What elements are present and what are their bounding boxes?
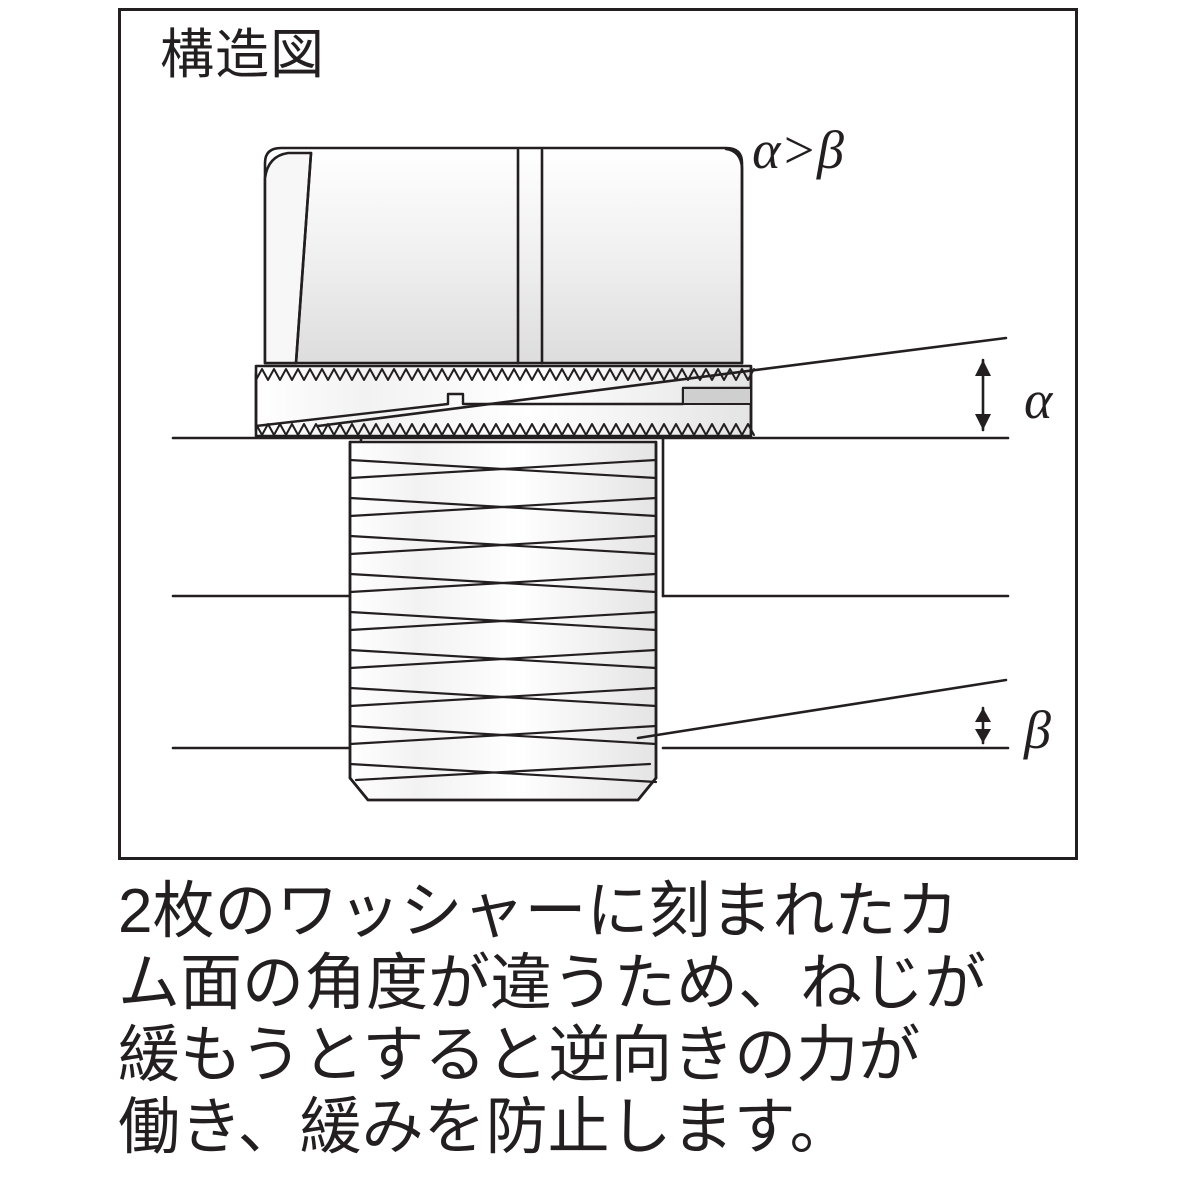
caption-line-4: 働き、緩みを防止します。 xyxy=(118,1092,852,1162)
caption-line-3: 緩もうとすると逆向きの力が xyxy=(118,1020,921,1090)
alpha-greater-beta-label: α>β xyxy=(752,120,844,180)
caption-line-1: 2枚のワッシャーに刻まれたカ xyxy=(118,877,959,946)
threaded-shaft xyxy=(348,440,658,802)
structure-diagram: α>β α β xyxy=(171,120,1054,802)
hex-bolt-head xyxy=(263,146,744,365)
beta-label: β xyxy=(1023,700,1051,760)
caption-line-2: ム面の角度が違うため、ねじが xyxy=(118,948,987,1018)
beta-angle-indicator xyxy=(636,678,1008,745)
alpha-label: α xyxy=(1024,370,1054,430)
diagram-title: 構造図 xyxy=(160,25,325,85)
alpha-angle-indicator xyxy=(316,336,1008,432)
caption-text: 2枚のワッシャーに刻まれたカ ム面の角度が違うため、ねじが 緩もうとすると逆向き… xyxy=(118,876,1138,1164)
